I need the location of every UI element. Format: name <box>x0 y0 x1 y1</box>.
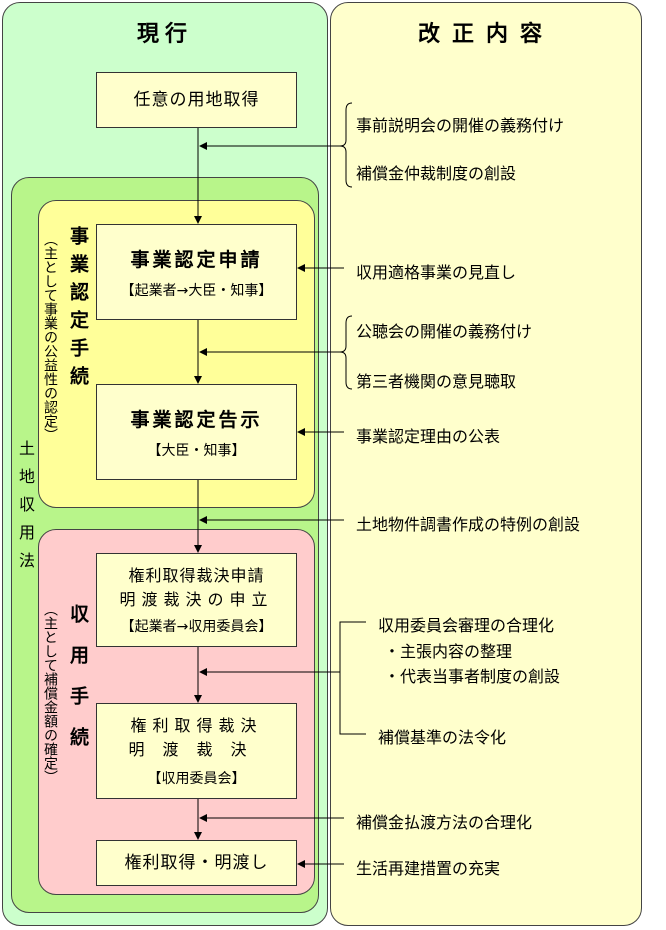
acquisition-transfer-label: 権利取得・明渡し <box>124 853 269 873</box>
revision-header: 改正内容 <box>417 22 554 47</box>
project-approval-note: （主として事業の公益性の認定） <box>42 232 58 442</box>
revision-item: 収用委員会審理の合理化 <box>378 616 555 635</box>
revision-item: 公聴会の開催の義務付け <box>356 322 533 341</box>
ruling-application-sub: 【起業者→収用委員会】 <box>120 619 273 635</box>
current-header: 現行 <box>136 22 193 47</box>
ruling-sub: 【収用委員会】 <box>147 771 246 787</box>
law-label: 土地収用法 <box>16 440 35 580</box>
ruling-application-box: 権利取得裁決申請 明渡裁決の申立 【起業者→収用委員会】 <box>96 553 297 647</box>
revision-item: 収用適格事業の見直し <box>356 263 517 282</box>
ruling-box: 権利取得裁決 明渡裁決 【収用委員会】 <box>96 703 297 799</box>
expropriation-note: （主として補償金額の確定） <box>42 602 58 784</box>
revision-item: 土地物件調書作成の特例の創設 <box>356 515 581 534</box>
revision-item: 事業認定理由の公表 <box>356 427 501 446</box>
expropriation-title: 収用手続 <box>67 604 89 768</box>
ruling-application-line2: 明渡裁決の申立 <box>119 590 274 609</box>
acquisition-transfer-box: 権利取得・明渡し <box>96 840 297 886</box>
project-approval-notice-title: 事業認定告示 <box>130 408 263 431</box>
bracket-2 <box>339 315 353 390</box>
revision-item: 生活再建措置の充実 <box>356 859 501 878</box>
ruling-application-line1: 権利取得裁決申請 <box>128 566 265 585</box>
ruling-line2: 明渡裁決 <box>128 740 265 759</box>
project-approval-notice-box: 事業認定告示 【大臣・知事】 <box>96 384 297 480</box>
revision-item: 補償金払渡方法の合理化 <box>356 813 533 832</box>
project-approval-application-box: 事業認定申請 【起業者→大臣・知事】 <box>96 224 297 320</box>
revision-item: 第三者機関の意見聴取 <box>356 372 517 391</box>
bracket-1 <box>339 102 353 188</box>
voluntary-acquisition-box: 任意の用地取得 <box>96 72 297 128</box>
ruling-line1: 権利取得裁決 <box>130 716 263 735</box>
revision-item: 補償金仲裁制度の創設 <box>356 164 517 183</box>
project-approval-title: 事業認定手続 <box>67 226 89 394</box>
revision-subitem: ・代表当事者制度の創設 <box>384 667 561 686</box>
voluntary-acquisition-label: 任意の用地取得 <box>133 90 260 110</box>
revision-item: 補償基準の法令化 <box>378 728 507 747</box>
bracket-3 <box>339 621 366 735</box>
project-approval-application-sub: 【起業者→大臣・知事】 <box>120 282 273 299</box>
revision-subitem: ・主張内容の整理 <box>384 642 513 661</box>
project-approval-application-title: 事業認定申請 <box>130 248 263 271</box>
revision-panel <box>330 2 642 926</box>
project-approval-notice-sub: 【大臣・知事】 <box>147 442 246 459</box>
revision-item: 事前説明会の開催の義務付け <box>356 116 565 135</box>
